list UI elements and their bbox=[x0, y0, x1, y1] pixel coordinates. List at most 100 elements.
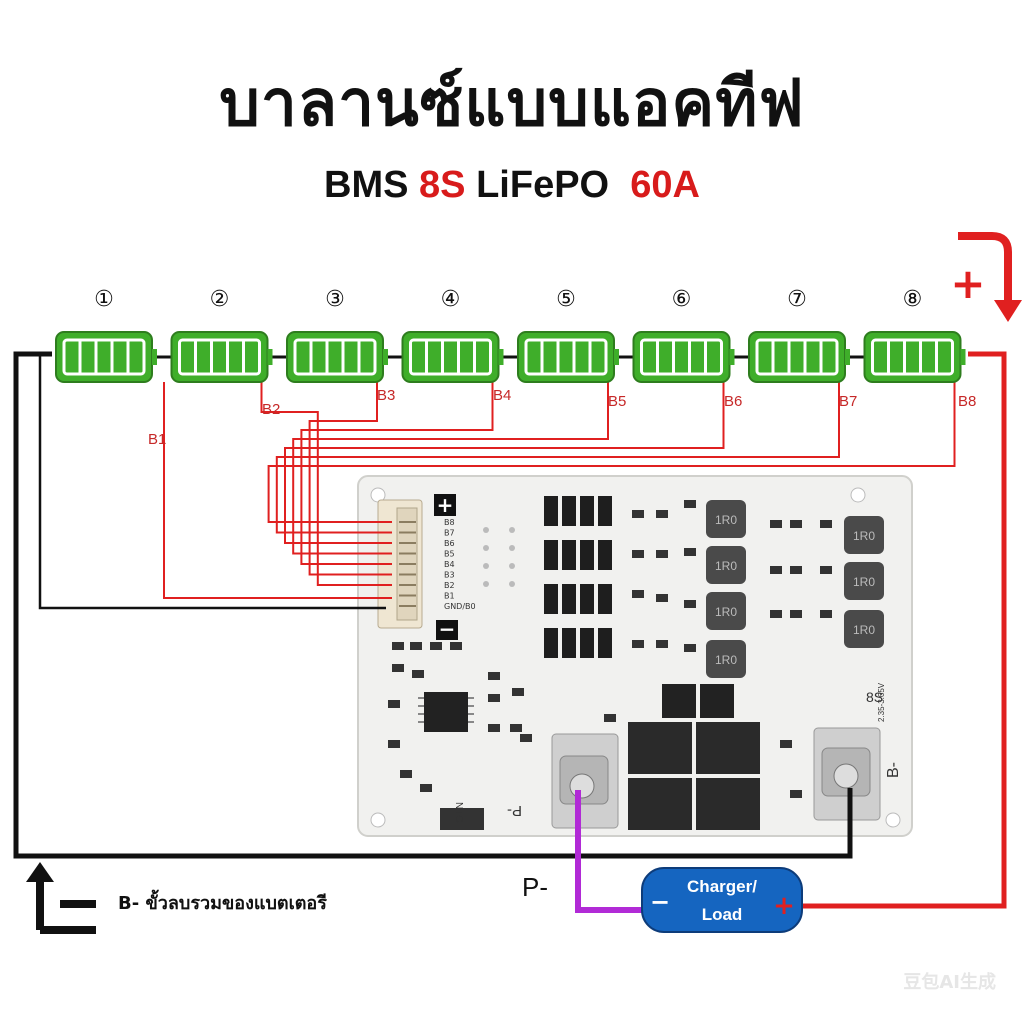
plus-arrow-marker: + bbox=[950, 232, 1022, 322]
board-minus-sign: − bbox=[439, 617, 456, 641]
cell-number-8: ⑧ bbox=[903, 287, 923, 312]
inductor-marking-7: 1R0 bbox=[853, 623, 875, 637]
b-minus-legend-arrow bbox=[26, 862, 96, 934]
balance-wire-B3 bbox=[308, 382, 392, 576]
subtitle-series: 8S bbox=[419, 164, 466, 206]
smd-part-26 bbox=[412, 670, 424, 678]
smd-part-20 bbox=[820, 610, 832, 618]
smd-part-23 bbox=[430, 642, 442, 650]
watermark: 豆包AI生成 bbox=[903, 972, 996, 993]
legend-text: B- ขั้วลบรวมของแบตเตอรี bbox=[118, 893, 327, 914]
mcu-chip bbox=[424, 692, 468, 732]
connector-pin-label-4: B4 bbox=[444, 560, 455, 569]
mosfet-1-3 bbox=[598, 540, 612, 570]
balance-label-B7: B7 bbox=[839, 393, 857, 410]
smd-part-39 bbox=[790, 790, 802, 798]
balance-wire-B1 bbox=[163, 382, 392, 599]
balance-label-B4: B4 bbox=[493, 387, 511, 404]
smd-part-24 bbox=[450, 642, 462, 650]
smd-part-1 bbox=[656, 510, 668, 518]
subtitle-current: 60A bbox=[630, 164, 700, 206]
battery-cell-1 bbox=[55, 331, 157, 383]
battery-cell-2 bbox=[170, 331, 273, 383]
balance-wires bbox=[163, 382, 956, 599]
inductor-6 bbox=[844, 562, 884, 600]
mosfet-0-1 bbox=[562, 496, 576, 526]
cell-number-2: ② bbox=[210, 287, 230, 312]
battery-cell-3 bbox=[286, 331, 388, 383]
inductor-marking-4: 1R0 bbox=[715, 653, 737, 667]
smd-part-8 bbox=[684, 600, 696, 608]
smd-part-38 bbox=[780, 740, 792, 748]
ntc-sensor bbox=[440, 808, 484, 830]
balance-mosfets bbox=[544, 496, 612, 658]
board-voltage-range: 2.35-3.65V bbox=[877, 682, 886, 722]
balance-label-B8: B8 bbox=[958, 393, 976, 410]
connector-pin-label-8: GND/B0 bbox=[444, 602, 476, 611]
smd-part-7 bbox=[656, 594, 668, 602]
load-minus: − bbox=[650, 888, 670, 916]
p-minus-wire bbox=[575, 790, 648, 913]
balance-wire-B4 bbox=[300, 382, 494, 565]
mosfet-1-0 bbox=[544, 540, 558, 570]
inductor-7 bbox=[844, 610, 884, 648]
mosfet-1-2 bbox=[580, 540, 594, 570]
battery-cell-6 bbox=[632, 331, 735, 383]
inductor-marking-2: 1R0 bbox=[715, 559, 737, 573]
mosfet-2-3 bbox=[598, 584, 612, 614]
cell-number-1: ① bbox=[94, 287, 114, 312]
smd-part-4 bbox=[656, 550, 668, 558]
smd-part-12 bbox=[770, 520, 782, 528]
balance-wire-B5 bbox=[292, 382, 609, 555]
inductor-marking-5: 1R0 bbox=[853, 529, 875, 543]
connector-pin-label-0: B8 bbox=[444, 518, 455, 527]
cell-number-5: ⑤ bbox=[556, 287, 576, 312]
mosfet-1-1 bbox=[562, 540, 576, 570]
load-label-line1: Charger/ bbox=[687, 877, 757, 896]
inductor-marking-1: 1R0 bbox=[715, 513, 737, 527]
connector-pin-label-6: B2 bbox=[444, 581, 455, 590]
mosfet-2-1 bbox=[562, 584, 576, 614]
battery-cell-5 bbox=[517, 331, 619, 383]
p-minus-label: P- bbox=[522, 872, 548, 902]
balance-wire-B2 bbox=[260, 382, 392, 586]
connector-minus-marker bbox=[436, 620, 458, 640]
inductor-marking-6: 1R0 bbox=[853, 575, 875, 589]
smd-components bbox=[388, 500, 832, 798]
smd-part-22 bbox=[410, 642, 422, 650]
mosfet-3-1 bbox=[562, 628, 576, 658]
charger-load-block: Charger/ Load − + bbox=[641, 867, 803, 933]
smd-part-37 bbox=[604, 714, 616, 722]
page-title: บาลานซ์แบบแอคทีฟ bbox=[219, 67, 805, 141]
connector-plus-marker bbox=[434, 494, 456, 516]
connector-pin-label-5: B3 bbox=[444, 571, 455, 580]
smd-part-11 bbox=[684, 644, 696, 652]
smd-part-27 bbox=[488, 672, 500, 680]
mosfet-0-2 bbox=[580, 496, 594, 526]
battery-cell-4 bbox=[401, 331, 504, 383]
battery-cell-7 bbox=[748, 331, 850, 383]
battery-cells bbox=[55, 331, 966, 383]
inductor-3 bbox=[706, 592, 746, 630]
subtitle-bms: BMS bbox=[324, 164, 409, 206]
mosfet-3-3 bbox=[598, 628, 612, 658]
smd-part-32 bbox=[388, 700, 400, 708]
p-minus-terminal bbox=[551, 733, 619, 829]
smd-part-18 bbox=[770, 610, 782, 618]
smd-part-9 bbox=[632, 640, 644, 648]
smd-part-35 bbox=[420, 784, 432, 792]
mosfet-2-2 bbox=[580, 584, 594, 614]
smd-part-3 bbox=[632, 550, 644, 558]
smd-part-5 bbox=[684, 548, 696, 556]
connector-pin-label-2: B6 bbox=[444, 539, 455, 548]
smd-part-21 bbox=[392, 642, 404, 650]
b-plus-main-wire bbox=[790, 351, 1007, 909]
smd-part-29 bbox=[512, 688, 524, 696]
mosfet-0-3 bbox=[598, 496, 612, 526]
inductor-marking-3: 1R0 bbox=[715, 605, 737, 619]
smd-part-33 bbox=[388, 740, 400, 748]
board-b-minus-label: B- bbox=[885, 762, 902, 778]
inductors: 1R0 1R0 1R0 1R0 1R0 1R0 1R0 bbox=[706, 500, 884, 678]
